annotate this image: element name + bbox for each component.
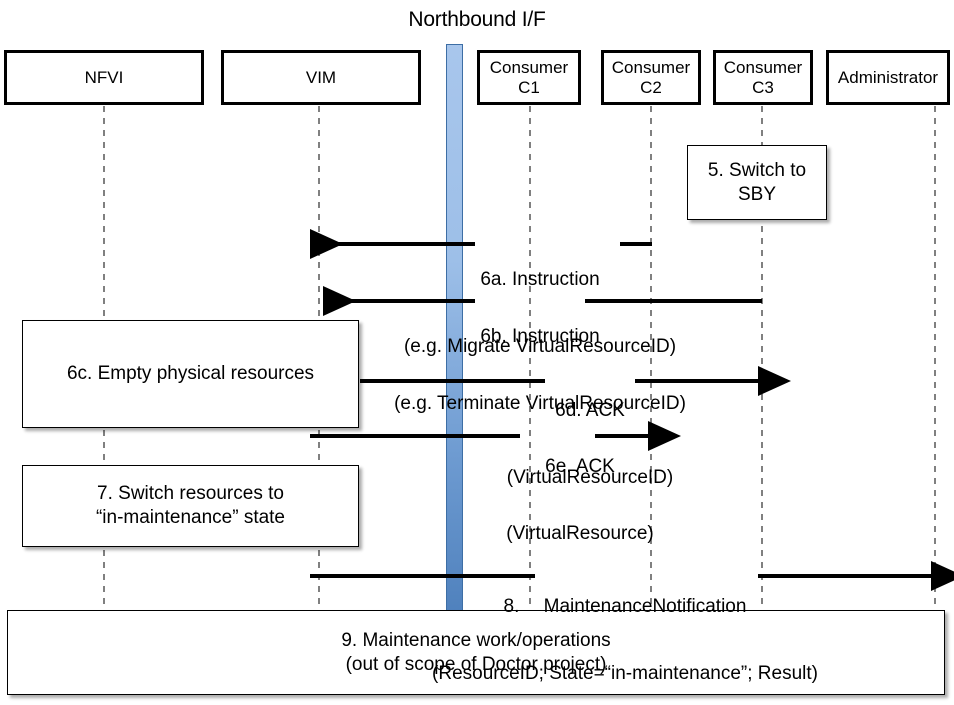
note-7-line2: “in-maintenance” state: [95, 507, 286, 528]
message-6a-line1: 6a. Instruction: [480, 268, 600, 290]
note-switch-to-sby: 5. Switch to SBY: [687, 145, 827, 220]
message-6a-line2: (e.g. Migrate VirtualResourceID): [403, 336, 677, 358]
note-9-line1: 9. Maintenance work/operations: [341, 629, 611, 651]
actor-label-c3-line2: C3: [752, 77, 774, 97]
actor-label-c1-line2: C1: [518, 77, 540, 97]
note-7-line1: 7. Switch resources to: [97, 483, 284, 505]
message-label-6a: 6a. Instruction (e.g. Migrate VirtualRes…: [330, 224, 750, 403]
message-label-6d: 6d. ACK (VirtualResourceID): [425, 355, 755, 534]
actor-administrator[interactable]: Administrator: [826, 50, 950, 105]
actor-label-c1-line1: Consumer: [489, 58, 569, 78]
note-switch-resources-in-maintenance: 7. Switch resources to “in-maintenance” …: [22, 465, 359, 547]
message-6d-line1: 6d. ACK: [555, 399, 625, 421]
actor-label-c2-line2: C2: [640, 77, 662, 97]
actor-label-nfvi: NFVI: [84, 67, 124, 87]
note-9-line2: (out of scope of Doctor project): [345, 653, 607, 675]
actor-label-admin: Administrator: [837, 67, 939, 87]
actor-consumer-c1[interactable]: Consumer C1: [477, 50, 581, 105]
note-5-line1: 5. Switch to: [707, 159, 807, 181]
actor-label-vim: VIM: [305, 67, 337, 87]
note-maintenance-work: 9. Maintenance work/operations (out of s…: [7, 610, 945, 695]
message-6b-line1: 6b. Instruction: [480, 325, 600, 347]
actor-label-c3-line1: Consumer: [723, 58, 803, 78]
actor-vim[interactable]: VIM: [221, 50, 421, 105]
note-empty-physical-resources: 6c. Empty physical resources: [22, 320, 359, 428]
message-8-line2: (ResourceID; State=“in-maintenance”; Res…: [432, 663, 818, 685]
message-6d-line2: (VirtualResourceID): [506, 467, 674, 489]
note-6c-line1: 6c. Empty physical resources: [66, 363, 315, 385]
message-6e-line1: 6e. ACK: [545, 455, 615, 477]
message-8-line1: 8. MaintenanceNotification: [503, 595, 747, 617]
message-6b-line2: (e.g. Terminate VirtualResourceID): [394, 393, 686, 415]
message-label-8: 8. MaintenanceNotification (ResourceID; …: [325, 551, 925, 705]
actor-nfvi[interactable]: NFVI: [4, 50, 204, 105]
message-label-6e: 6e. ACK (VirtualResource): [415, 411, 745, 590]
actor-consumer-c2[interactable]: Consumer C2: [601, 50, 701, 105]
page-title: Northbound I/F: [408, 8, 546, 31]
message-6e-line2: (VirtualResource): [506, 523, 654, 545]
note-5-line2: SBY: [737, 183, 777, 205]
actor-consumer-c3[interactable]: Consumer C3: [713, 50, 813, 105]
message-label-6b: 6b. Instruction (e.g. Terminate VirtualR…: [330, 281, 750, 460]
actor-label-c2-line1: Consumer: [611, 58, 691, 78]
